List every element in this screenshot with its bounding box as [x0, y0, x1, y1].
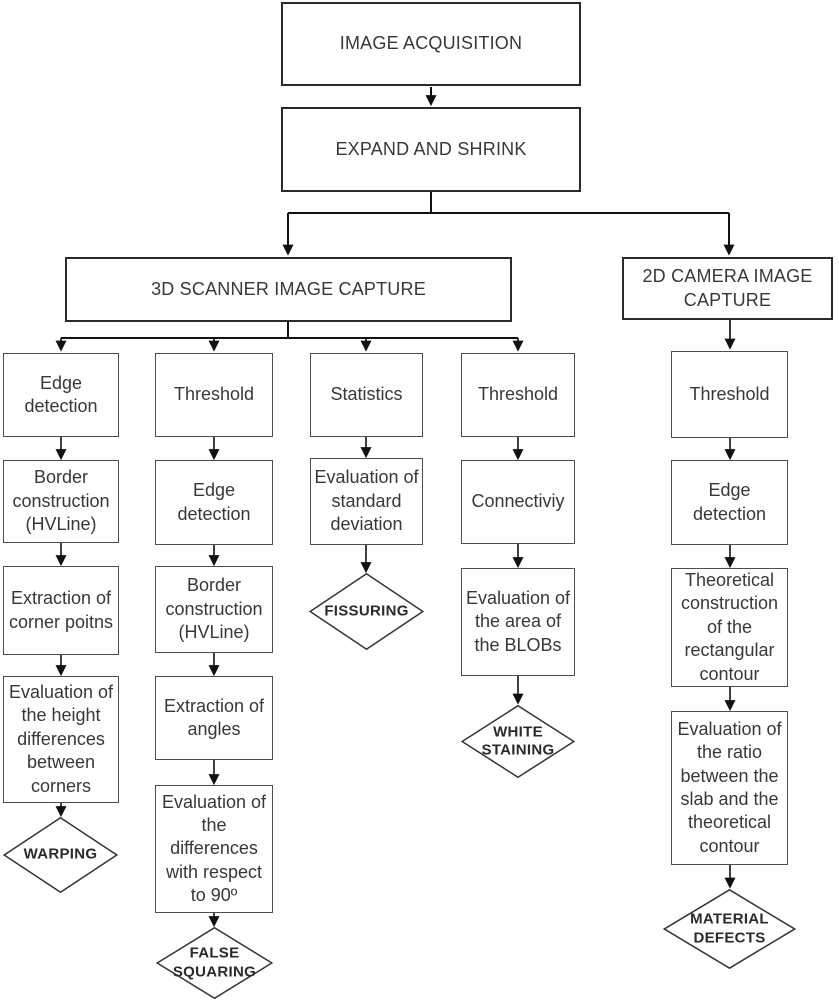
- node-edge-detection-2: Edge detection: [155, 460, 273, 545]
- node-threshold-1: Threshold: [155, 353, 273, 437]
- decision-white-staining: WHITE STAINING: [461, 705, 575, 778]
- decision-false-squaring: FALSE SQUARING: [156, 927, 273, 999]
- node-threshold-2: Threshold: [461, 353, 575, 437]
- node-statistics: Statistics: [310, 353, 423, 437]
- node-connectivity: Connectiviy: [461, 460, 575, 544]
- node-image-acquisition: IMAGE ACQUISITION: [281, 2, 581, 86]
- node-border-construction-2: Border construction (HVLine): [155, 566, 273, 653]
- node-border-construction-1: Border construction (HVLine): [3, 460, 119, 543]
- decision-warping-label: WARPING: [23, 845, 98, 863]
- decision-material-defects-label: MATERIAL DEFECTS: [690, 910, 769, 946]
- diamond-shape: [3, 817, 118, 893]
- node-extraction-of-angles: Extraction of angles: [155, 676, 273, 760]
- decision-warping: WARPING: [3, 817, 118, 893]
- diamond-shape: [156, 927, 273, 999]
- decision-false-squaring-label: FALSE SQUARING: [172, 944, 257, 980]
- node-3d-scanner-image-capture: 3D SCANNER IMAGE CAPTURE: [65, 257, 512, 322]
- node-expand-and-shrink: EXPAND AND SHRINK: [281, 107, 581, 192]
- node-evaluation-ratio-slab-contour: Evaluation of the ratio between the slab…: [671, 711, 788, 865]
- decision-material-defects: MATERIAL DEFECTS: [663, 889, 796, 969]
- decision-fissuring: FISSURING: [309, 573, 424, 650]
- node-evaluation-area-blobs: Evaluation of the area of the BLOBs: [461, 568, 575, 676]
- node-extraction-corner-points: Extraction of corner poitns: [3, 566, 119, 655]
- node-evaluation-standard-deviation: Evaluation of standard deviation: [310, 458, 423, 545]
- node-evaluation-height-differences: Evaluation of the height differences bet…: [3, 676, 119, 803]
- decision-white-staining-label: WHITE STAINING: [481, 722, 555, 759]
- diamond-shape: [663, 889, 796, 969]
- node-evaluation-differences-90: Evaluation of the differences with respe…: [155, 785, 273, 913]
- decision-fissuring-label: FISSURING: [324, 602, 409, 620]
- node-threshold-3: Threshold: [671, 351, 788, 438]
- diamond-shape: [309, 573, 424, 650]
- node-2d-camera-image-capture: 2D CAMERA IMAGE CAPTURE: [622, 257, 833, 320]
- node-theoretical-construction-contour: Theoretical construction of the rectangu…: [671, 568, 788, 687]
- diamond-shape: [461, 705, 575, 778]
- node-edge-detection-3: Edge detection: [671, 460, 788, 545]
- node-edge-detection-1: Edge detection: [3, 353, 119, 437]
